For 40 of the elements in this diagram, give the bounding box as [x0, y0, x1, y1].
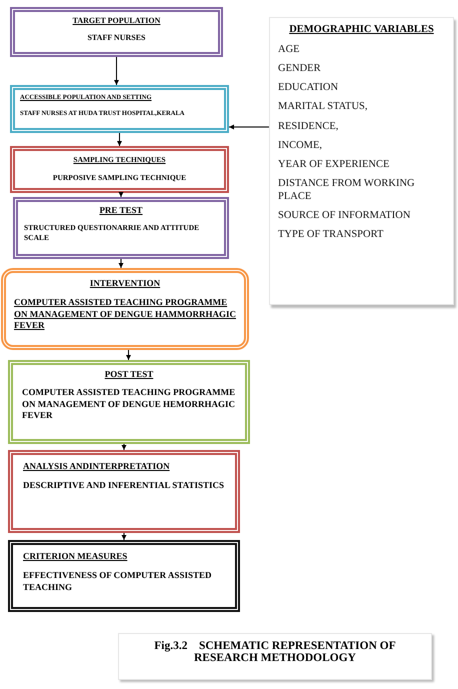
box-heading: CRITERION MEASURES [23, 551, 128, 561]
variables-panel [269, 17, 454, 305]
box-heading: POST TEST [104, 369, 154, 379]
process-box [8, 540, 240, 612]
arrow [118, 258, 124, 268]
process-box [13, 197, 229, 259]
box-heading: PRE TEST [98, 205, 144, 215]
arrow [122, 444, 126, 450]
variable-item: SOURCE OF INFORMATION [278, 209, 412, 222]
arrow [118, 192, 124, 198]
figure-caption: Fig.3.2 SCHEMATIC REPRESENTATION OF RESEARCH METHODOLOGY [118, 633, 432, 680]
variable-item: RESIDENCE, [278, 120, 340, 133]
variable-item: GENDER [278, 62, 322, 76]
arrow [117, 132, 122, 146]
arrow [126, 350, 131, 360]
variable-item: TYPE OF TRANSPORT [278, 228, 384, 242]
box-text: DESCRIPTIVE AND INFERENTIAL STATISTICS [23, 480, 225, 492]
arrow [228, 124, 270, 130]
variable-item: INCOME, [278, 138, 324, 152]
box-text: STAFF NURSES [86, 33, 146, 44]
box-heading: DEMOGRAPHIC VARIABLES [288, 24, 435, 35]
box-heading: INTERVENTION [88, 278, 162, 288]
process-box [8, 450, 240, 533]
variable-item: YEAR OF EXPERIENCE [278, 158, 390, 171]
box-text: COMPUTER ASSISTED TEACHING PROGRAMME ON MANAGEMENT OF DENGUE HEMORRHAGIC FEVER [22, 387, 236, 422]
arrow [114, 56, 119, 86]
variable-item: MARITAL STATUS, [278, 100, 369, 114]
box-heading: TARGET POPULATION [72, 16, 162, 25]
process-box [10, 146, 229, 193]
variable-item: DISTANCE FROM WORKING PLACE [278, 176, 416, 204]
box-heading: ANALYSIS ANDINTERPRETATION [23, 461, 171, 471]
process-box [10, 85, 229, 133]
variable-item: AGE [278, 43, 301, 56]
process-box [10, 7, 223, 57]
process-box [1, 268, 249, 350]
process-box [8, 360, 250, 444]
box-text: COMPUTER ASSISTED TEACHING PROGRAMME ON MANAGEMENT OF DENGUE HAMMORRHAGIC FEVER [14, 297, 236, 332]
arrow [122, 532, 126, 540]
variable-item: EDUCATION [278, 81, 340, 94]
box-text: EFFECTIVENESS OF COMPUTER ASSISTED TEACHING [23, 570, 212, 594]
